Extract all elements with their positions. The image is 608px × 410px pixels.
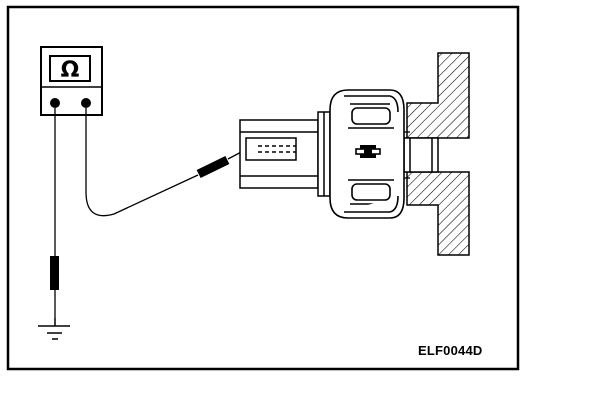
ground-lead — [50, 108, 59, 318]
test-lead — [85, 108, 263, 217]
ohmmeter-display — [49, 55, 91, 82]
ground-lead-probe — [50, 256, 59, 290]
switch-neck — [404, 131, 410, 179]
switch-connector — [239, 111, 331, 197]
meter-terminal-left — [50, 98, 60, 108]
switch-hex-body — [329, 89, 405, 219]
test-lead-probe — [196, 155, 230, 179]
meter-terminal-right — [81, 98, 91, 108]
ground-icon — [38, 318, 70, 340]
ohm-symbol: Ω — [61, 58, 80, 83]
mounting-bracket — [406, 52, 470, 256]
ohmmeter: Ω — [40, 46, 103, 116]
figure-code: ELF0044D — [418, 343, 483, 358]
diagram-frame — [6, 5, 520, 371]
